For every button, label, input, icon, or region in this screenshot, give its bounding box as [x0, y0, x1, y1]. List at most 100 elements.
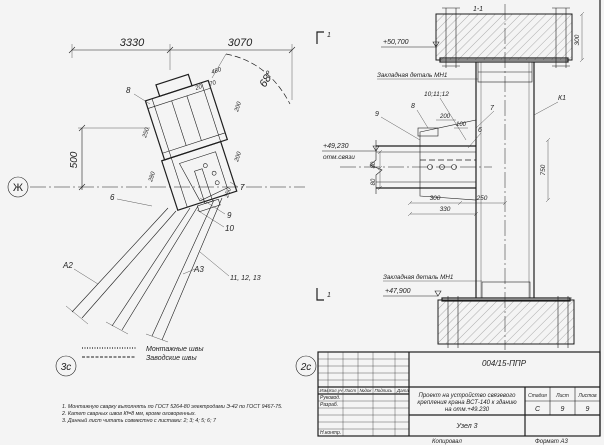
dim-height-750: 750: [540, 164, 547, 175]
brace-beam: [369, 119, 477, 201]
section-mark-top: [316, 31, 324, 44]
level-marker-brace: [322, 145, 380, 152]
dim-plate-100: 100: [456, 122, 467, 128]
axis-zh-label: Ж: [13, 182, 23, 194]
position-10-12: 10;11;12: [424, 91, 449, 98]
node-3c-label: 3с: [61, 362, 72, 373]
stage-header: Стадия: [528, 393, 547, 399]
position-9-section: 9: [375, 111, 379, 118]
angle-arc: [225, 53, 291, 105]
brace-node-assembly: [144, 73, 238, 213]
brace-members: [65, 197, 223, 343]
axis-zh-bubble: [7, 176, 29, 198]
member-a3-label: А3: [193, 265, 204, 274]
header-revision: Изм.: [320, 388, 330, 393]
note-3: 3. Данный лист читать совместно с листам…: [62, 417, 217, 424]
plate-dim-200-top: 200: [234, 101, 243, 114]
plate-dim-250-left: 250: [142, 127, 151, 140]
position-9-left: 9: [227, 211, 232, 220]
role-developer: Разраб.: [320, 402, 338, 408]
position-8-section: 8: [411, 103, 415, 110]
embedded-detail-top: Закладная деталь МН1: [377, 71, 447, 79]
header-date: Дата: [396, 388, 409, 393]
header-signature: Подпись: [375, 388, 393, 393]
position-6-left: 6: [110, 193, 115, 202]
level-brace-note: отм.связи: [323, 154, 355, 161]
dim-block-300: 300: [574, 34, 581, 45]
field-weld-label: Монтажные швы: [146, 346, 204, 353]
project-title-line-2: крепления крана ВСТ-140 к зданию: [417, 400, 517, 406]
plate-dim-20: 20: [194, 84, 204, 92]
project-title-line-3: на отм.+49.230: [445, 407, 490, 413]
plate-dim-480: 480: [211, 67, 223, 76]
section-dimensions: [377, 11, 585, 217]
plate-dim-200-right: 200: [234, 151, 243, 164]
role-norm-control: Н.контр.: [320, 430, 341, 436]
stage-value: С: [535, 406, 541, 413]
plate-dim-250-right: 250: [224, 187, 233, 200]
project-title-line-1: Проект на устройство связевого: [418, 392, 516, 399]
top-dimension-chain: [68, 44, 296, 100]
factory-weld-label: Заводские швы: [146, 354, 197, 362]
sheet-value: 9: [561, 406, 565, 413]
bottom-anchor-bolts: [444, 296, 572, 348]
dim-width-330: 330: [440, 206, 451, 213]
leader-lines: [73, 93, 239, 285]
weld-legend: Монтажные швы Заводские швы: [82, 346, 204, 362]
position-6-section: 6: [478, 127, 482, 134]
section-title: 1-1: [473, 6, 483, 13]
node-2c-bubble: [295, 355, 317, 377]
plate-dim-280: 280: [148, 171, 157, 184]
position-8-left: 8: [126, 86, 131, 95]
embedded-detail-bottom: Закладная деталь МН1: [383, 273, 453, 281]
header-doc-number: №док: [360, 388, 373, 393]
level-bottom-label: +47,900: [385, 288, 411, 295]
column-label: К1: [558, 95, 566, 102]
section-1-1-view: 1-1 1 1: [316, 4, 585, 350]
header-sheet: Лист: [344, 388, 357, 393]
sheet-code: 004/15-ППР: [482, 359, 527, 368]
node-name: Узел 3: [455, 423, 477, 430]
position-7-left: 7: [240, 183, 245, 192]
dim-width-300: 300: [430, 195, 441, 202]
node-3c-bubble: [55, 355, 77, 377]
sheet-header: Лист: [555, 393, 569, 399]
level-marker-bottom: [383, 290, 442, 297]
position-7-section: 7: [490, 105, 495, 112]
note-1: 1. Монтажную сварку выполнять по ГОСТ 52…: [62, 404, 283, 410]
top-anchor-bolts: [442, 7, 570, 68]
role-head: Руковод.: [320, 395, 340, 401]
title-block: 004/15-ППР Изм. Кол.уч Лист №док Подпись…: [317, 0, 601, 445]
position-11-13-label: 11, 12, 13: [230, 275, 261, 282]
section-leader-lines: [380, 97, 559, 149]
dim-plate-200: 200: [439, 114, 451, 120]
dim-brace-80-bottom: 80: [371, 178, 377, 185]
plan-node-view: 3330 3070 68° Ж 500: [7, 37, 305, 343]
note-2: 2. Катет сварных швов Кf=8 мм, кроме ого…: [61, 411, 196, 417]
member-a2-label: А2: [62, 261, 73, 270]
angle-label: 68°: [257, 69, 276, 90]
general-notes: 1. Монтажную сварку выполнять по ГОСТ 52…: [61, 404, 283, 424]
dimension-top-right: 3070: [228, 37, 253, 49]
vertical-dimension: [78, 124, 150, 191]
format-label: Формат А3: [535, 439, 568, 445]
level-top-label: +50,700: [383, 39, 409, 46]
dim-width-250: 250: [476, 195, 488, 202]
dimension-top-left: 3330: [120, 37, 145, 49]
dim-brace-80-top: 80: [371, 161, 377, 168]
position-10-left: 10: [225, 224, 234, 233]
plate-dim-70: 70: [209, 80, 218, 88]
bottom-slab-block: [437, 299, 575, 345]
level-brace-label: +49,230: [323, 143, 349, 150]
section-mark-bottom: [316, 288, 324, 301]
header-count: Кол.уч: [329, 388, 343, 393]
copied-by-label: Копировал: [432, 439, 462, 445]
node-2c-label: 2с: [300, 362, 312, 373]
top-slab-block: [435, 13, 573, 61]
level-marker-top: [381, 41, 440, 48]
sheets-header: Листов: [577, 393, 597, 399]
sheets-value: 9: [586, 406, 590, 413]
section-mark-top-label: 1: [327, 32, 331, 39]
section-mark-bottom-label: 1: [327, 292, 331, 299]
